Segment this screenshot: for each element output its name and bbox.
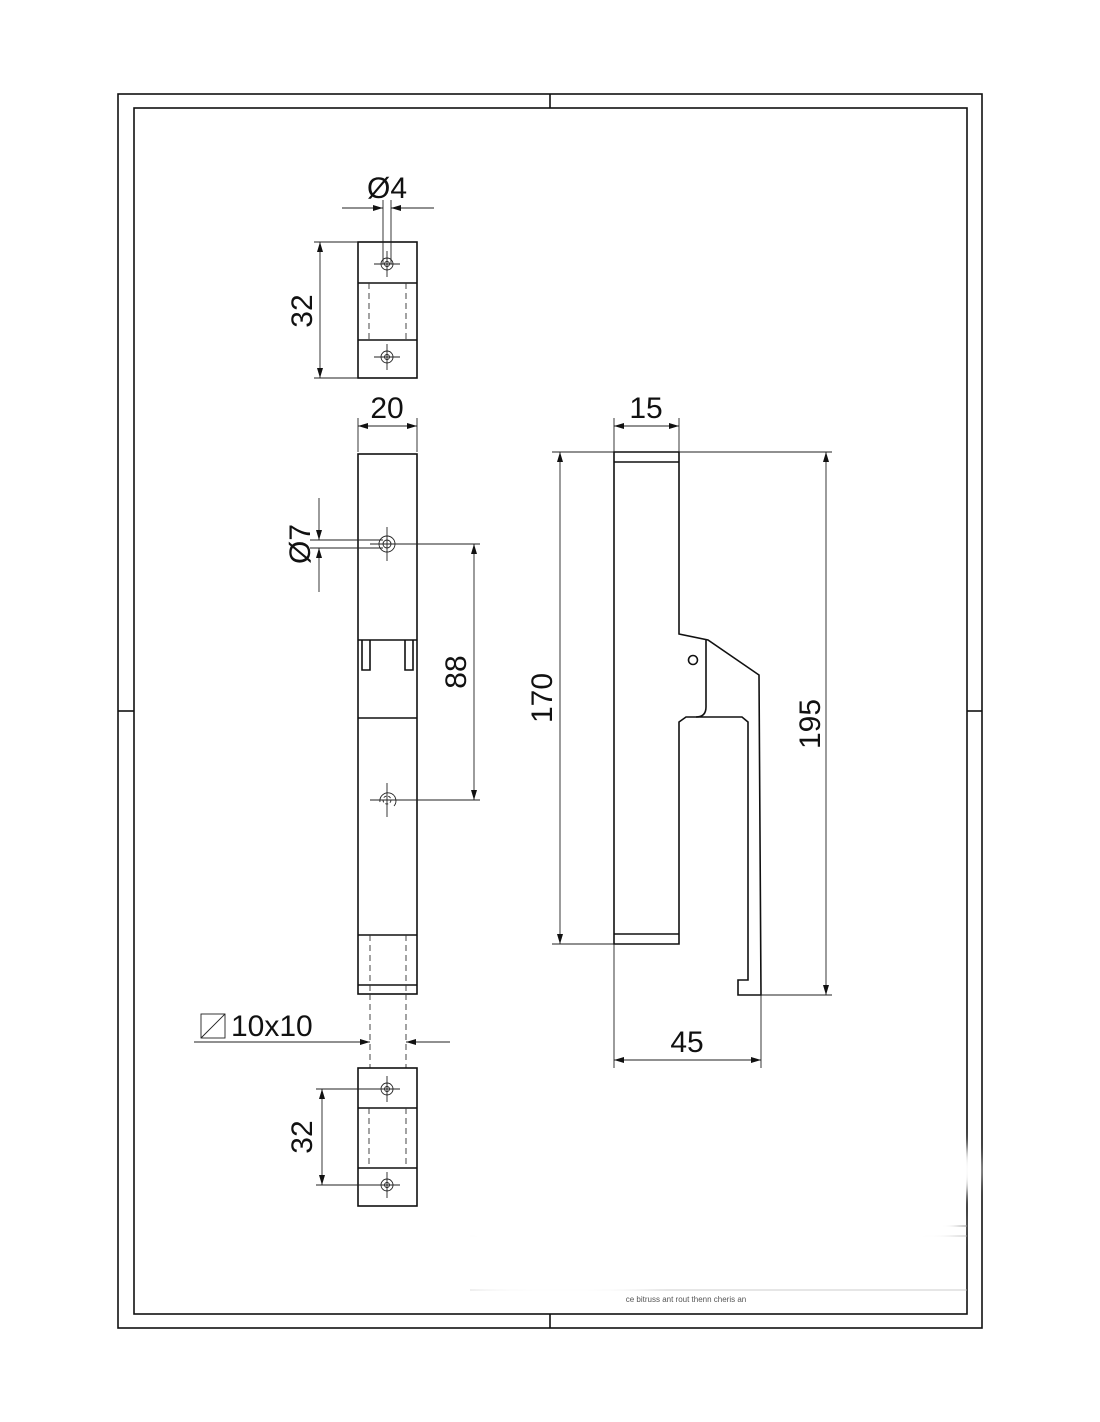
top-bracket-hole-upper: [374, 251, 400, 277]
title-block-note: ce bitruss ant rout thenn cheris an: [626, 1295, 747, 1304]
dim-rod-hole-label: Ø7: [284, 524, 317, 564]
main-rod: [357, 453, 418, 995]
dim-top-bracket-hole-label: Ø4: [367, 172, 407, 205]
dim-top-bracket-height-label: 32: [286, 294, 319, 327]
dim-handle-height: 170: [526, 451, 614, 945]
dim-handle-total-height: 195: [679, 451, 832, 996]
dim-top-bracket-height: 32: [286, 241, 358, 379]
dim-rod-width-label: 20: [370, 392, 403, 425]
dim-square-section-label: 10x10: [231, 1010, 313, 1043]
dim-rod-width: 20: [357, 392, 418, 452]
sheet-frame: [117, 93, 983, 1329]
dim-handle-depth: 45: [613, 944, 762, 1068]
square-symbol-icon: [200, 1013, 226, 1039]
dim-hole-spacing: 88: [404, 543, 480, 801]
square-section: 10x10: [194, 994, 450, 1068]
rod-hole-upper: [370, 527, 404, 561]
title-block: ce bitruss ant rout thenn cheris an: [440, 1125, 980, 1304]
bottom-bracket: [357, 1067, 418, 1207]
rod-hole-lower: [370, 783, 404, 817]
dim-handle-height-label: 170: [526, 673, 559, 723]
dim-rod-hole: Ø7: [284, 498, 383, 592]
dim-handle-depth-label: 45: [670, 1026, 703, 1059]
dim-bottom-bracket-height: 32: [286, 1088, 374, 1186]
dim-bottom-bracket-height-label: 32: [286, 1120, 319, 1153]
dim-top-bracket-hole: Ø4: [342, 172, 434, 264]
dim-handle-width: 15: [613, 392, 680, 452]
dim-handle-total-height-label: 195: [794, 699, 827, 749]
dim-hole-spacing-label: 88: [440, 655, 473, 688]
bottom-bracket-hole-lower: [374, 1172, 400, 1198]
top-bracket-hole-lower: [374, 344, 400, 370]
dim-handle-width-label: 15: [629, 392, 662, 425]
handle-side-view: [613, 451, 762, 996]
bottom-bracket-hole-upper: [374, 1076, 400, 1102]
top-bracket: [357, 241, 418, 379]
